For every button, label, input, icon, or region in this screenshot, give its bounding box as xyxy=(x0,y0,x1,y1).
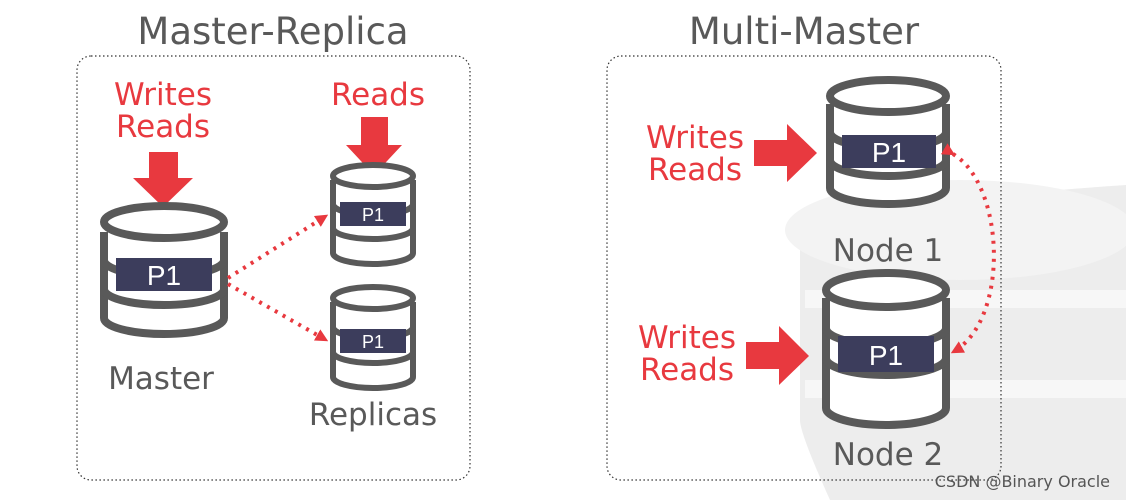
partition-label: P1 xyxy=(869,340,903,371)
replica-1-database-icon: P1 xyxy=(330,162,416,267)
replica-2-database-icon: P1 xyxy=(330,284,416,391)
sync-arrow xyxy=(940,143,996,354)
replica-reads-label: Reads xyxy=(331,77,425,113)
partition-label: P1 xyxy=(362,332,384,352)
master-database-icon: P1 xyxy=(100,202,228,338)
partition-label: P1 xyxy=(147,260,181,291)
partition-box xyxy=(116,258,212,291)
writes-label: Writes xyxy=(114,77,212,113)
reads-label: Reads xyxy=(116,109,210,145)
master-label: Master xyxy=(108,361,214,397)
right-arrow-icon xyxy=(754,124,817,182)
node1-reads-label: Reads xyxy=(648,152,742,188)
down-arrow-icon xyxy=(346,117,402,175)
right-arrow-icon xyxy=(746,326,809,385)
panel-border xyxy=(76,55,471,481)
node2-label: Node 2 xyxy=(833,437,943,473)
partition-box xyxy=(340,202,406,226)
replicas-label: Replicas xyxy=(309,397,437,433)
replication-arrow xyxy=(227,282,329,342)
watermark: CSDN @Binary Oracle xyxy=(935,472,1110,491)
partition-label: P1 xyxy=(362,205,384,225)
node1-database-icon: P1 xyxy=(826,76,950,208)
partition-box xyxy=(838,336,934,372)
multi-master-panel: Multi-Master Writes Reads P1 Node 1 Writ… xyxy=(606,10,1002,481)
down-arrow-icon xyxy=(133,152,193,207)
replication-arrow xyxy=(226,214,329,280)
node2-writes-label: Writes xyxy=(638,320,736,356)
panel-title-master-replica: Master-Replica xyxy=(137,10,408,53)
node2-database-icon: P1 xyxy=(822,269,950,429)
partition-label: P1 xyxy=(872,137,906,168)
node1-writes-label: Writes xyxy=(646,120,744,156)
partition-box xyxy=(842,135,936,168)
master-replica-panel: Master-Replica Writes Reads P1 Master Re… xyxy=(76,10,471,481)
partition-box xyxy=(340,329,406,353)
panel-border xyxy=(606,55,1002,481)
node1-label: Node 1 xyxy=(833,233,943,269)
node2-reads-label: Reads xyxy=(640,352,734,388)
panel-title-multi-master: Multi-Master xyxy=(689,10,920,53)
